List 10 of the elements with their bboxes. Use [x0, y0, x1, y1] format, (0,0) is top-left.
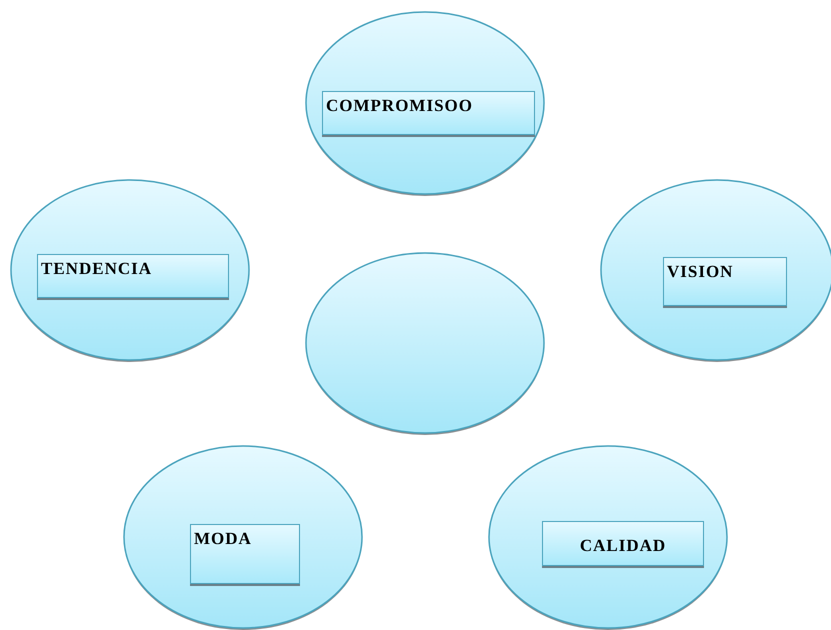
node-label: CALIDAD: [580, 536, 666, 556]
ellipse-shape: [305, 251, 545, 435]
node-label: COMPROMISOO: [326, 96, 473, 116]
ellipse-shape: [488, 444, 728, 630]
ellipse-shape: [123, 444, 363, 630]
ellipse-shape: [10, 178, 250, 362]
node-label: VISION: [667, 262, 734, 282]
node-label: TENDENCIA: [41, 259, 152, 279]
ellipse-shape: [305, 10, 545, 196]
node-label: MODA: [194, 529, 252, 549]
